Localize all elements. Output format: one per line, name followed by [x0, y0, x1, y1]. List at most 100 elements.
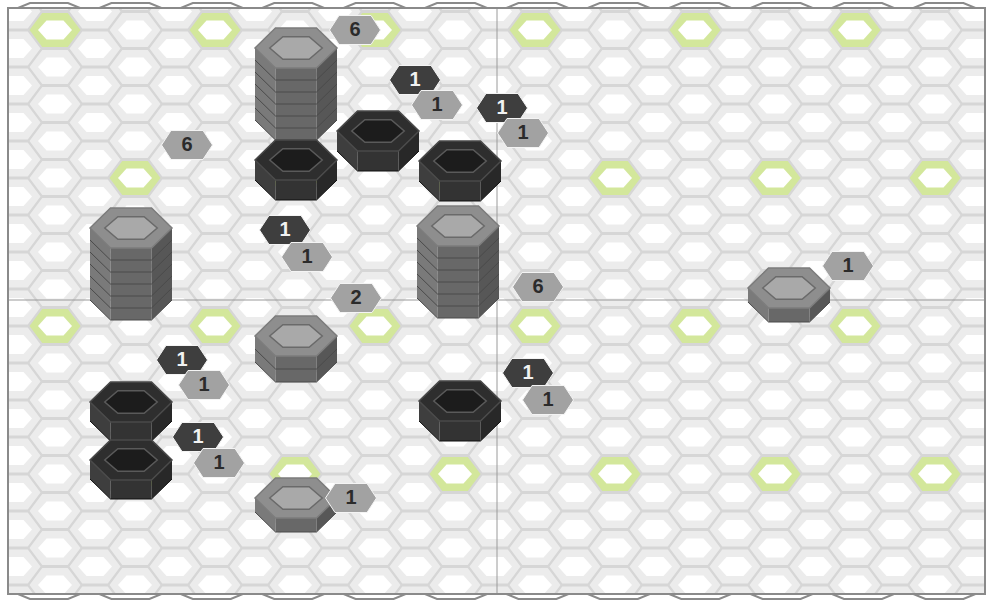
piece-top — [419, 381, 501, 421]
piece-top — [419, 141, 501, 181]
hex-space — [910, 309, 961, 343]
hex-space — [910, 235, 961, 269]
hex-space — [630, 328, 681, 362]
hex-space-center — [598, 95, 632, 114]
hex-space-center — [838, 317, 872, 336]
hex-space — [110, 346, 161, 380]
piece-side — [769, 308, 810, 322]
hex-space-center — [8, 483, 32, 502]
hex-space — [910, 568, 961, 594]
hex-space — [190, 235, 241, 269]
hex-space — [590, 494, 641, 528]
hex-space — [710, 180, 761, 214]
hex-space — [830, 124, 881, 158]
hex-space-center — [958, 298, 985, 317]
hex-space-center — [238, 8, 272, 21]
hex-space-center — [878, 409, 912, 428]
count-token: 6 — [512, 272, 564, 302]
count-token: 1 — [281, 242, 333, 272]
hex-space-center — [438, 21, 472, 40]
hex-space — [950, 69, 986, 103]
hex-space — [670, 198, 721, 232]
hex-space-center — [838, 428, 872, 447]
hex-space-center — [558, 483, 592, 502]
hex-space — [550, 476, 601, 510]
hex-space-center — [718, 483, 752, 502]
callout-number: 1 — [411, 90, 463, 118]
callout-number: 6 — [329, 15, 381, 43]
hex-space — [30, 420, 81, 454]
hex-space — [630, 106, 681, 140]
hex-space — [30, 235, 81, 269]
hex-space-center — [198, 169, 232, 188]
hex-space-center — [718, 446, 752, 465]
hex-space — [790, 513, 841, 547]
hex-space — [430, 457, 481, 491]
hex-space-center — [8, 224, 32, 243]
hex-space — [670, 531, 721, 565]
hex-space-center — [878, 557, 912, 576]
hex-space — [510, 531, 561, 565]
hex-space — [590, 198, 641, 232]
hex-space — [670, 383, 721, 417]
hex-space — [670, 568, 721, 594]
hex-space-center — [198, 206, 232, 225]
hex-space-center — [718, 298, 752, 317]
hex-space — [870, 291, 921, 325]
hex-space — [30, 494, 81, 528]
hex-space — [750, 494, 801, 528]
hex-space — [870, 513, 921, 547]
hex-space — [590, 272, 641, 306]
layer-line — [90, 421, 172, 441]
hex-space — [430, 494, 481, 528]
hex-space — [870, 365, 921, 399]
hex-space-center — [798, 8, 832, 21]
hex-space — [510, 161, 561, 195]
hex-space — [190, 87, 241, 121]
hex-space — [550, 550, 601, 584]
hex-space — [950, 180, 986, 214]
piece-top — [255, 28, 337, 68]
hex-space-center — [678, 243, 712, 262]
hex-space-center — [238, 261, 272, 280]
hex-space-center — [598, 539, 632, 558]
token-hexagon — [513, 273, 564, 302]
hex-space-center — [798, 39, 832, 58]
token-hexagon — [412, 91, 463, 120]
callout-number: 1 — [193, 448, 245, 476]
hex-space-center — [638, 113, 672, 132]
hex-space — [950, 550, 986, 584]
stack-piece — [417, 206, 499, 318]
hex-space — [590, 161, 641, 195]
hex-space — [550, 106, 601, 140]
hex-space — [270, 531, 321, 565]
hex-space-center — [358, 576, 392, 595]
hex-space-center — [798, 520, 832, 539]
hex-space — [30, 198, 81, 232]
hex-space-center — [558, 335, 592, 354]
hex-space-center — [838, 502, 872, 521]
hex-space — [190, 309, 241, 343]
hex-space — [830, 87, 881, 121]
hex-space-center — [558, 150, 592, 169]
hex-space-center — [8, 187, 32, 206]
hex-space-center — [798, 557, 832, 576]
piece-side — [111, 422, 152, 441]
hex-space — [710, 550, 761, 584]
hex-space — [590, 531, 641, 565]
hex-space-center — [118, 95, 152, 114]
hex-space-center — [558, 8, 592, 21]
hex-space-center — [118, 169, 152, 188]
hex-space-center — [718, 261, 752, 280]
hex-space-center — [558, 557, 592, 576]
hex-space-center — [518, 428, 552, 447]
hex-space — [70, 32, 121, 66]
hex-space-center — [638, 39, 672, 58]
hex-space-center — [358, 243, 392, 262]
hex-space-center — [718, 76, 752, 95]
hex-space — [510, 198, 561, 232]
token-hexagon — [162, 131, 213, 160]
hex-space-center — [318, 557, 352, 576]
hex-space — [430, 346, 481, 380]
